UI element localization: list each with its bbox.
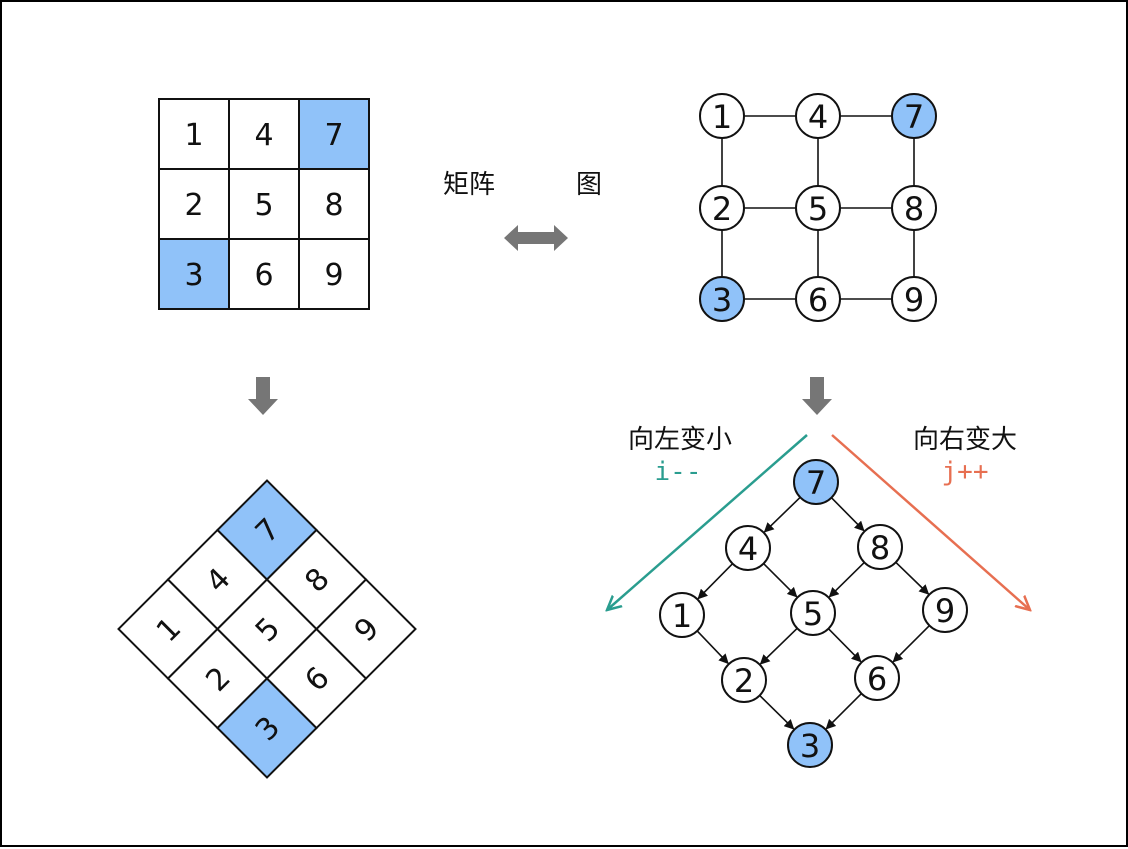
left-direction-label: 向左变小: [628, 425, 732, 455]
matrix-cell: [298, 238, 370, 310]
graph-node-label: 7: [904, 98, 924, 136]
tree-edge: [825, 692, 863, 730]
matrix-cell: [158, 98, 230, 170]
graph-node: [699, 93, 745, 139]
rotated-matrix-cell: [315, 578, 417, 680]
graph-node-label: 5: [808, 190, 828, 228]
graph-node-label: 2: [712, 190, 732, 228]
matrix-cell-value: 8: [324, 188, 343, 223]
graph-node: [795, 185, 841, 231]
tree-edge: [759, 694, 795, 730]
down-arrow-icon: [248, 377, 278, 415]
tree-graph: 1 2 3 4 5 6 7 8 9: [659, 459, 968, 768]
graph-node-label: 9: [904, 281, 924, 319]
matrix-cell-value: 7: [324, 118, 343, 153]
tree-node-label: 5: [803, 595, 823, 633]
tree-edge: [762, 562, 798, 598]
graph-node-label: 6: [808, 281, 828, 319]
graph-node-label: 8: [904, 190, 924, 228]
graph-node-label: 1: [712, 98, 732, 136]
tree-node: [922, 587, 968, 633]
tree-node-label: 3: [800, 727, 820, 765]
tree-edge: [830, 497, 865, 532]
left-direction-arrow: [607, 434, 808, 610]
tree-node: [854, 655, 900, 701]
double-arrow-icon: [504, 225, 568, 251]
matrix-cell-value: 1: [184, 118, 203, 153]
tree-node: [725, 525, 771, 571]
tree-node: [721, 657, 767, 703]
down-arrow-icon: [802, 377, 832, 415]
matrix-grid: 1 4 7 2 5 8 3 6 9: [158, 98, 370, 310]
matrix-cell: [158, 238, 230, 310]
graph-node: [795, 276, 841, 322]
tree-node-label: 6: [867, 660, 887, 698]
tree-node-label: 1: [672, 597, 692, 635]
matrix-cell: [298, 168, 370, 240]
matrix-cell-value: 9: [324, 258, 343, 293]
graph-node-label: 4: [808, 98, 828, 136]
graph-label: 图: [576, 170, 602, 200]
matrix-cell-value: 6: [254, 258, 273, 293]
left-direction-code: i--: [655, 457, 702, 487]
matrix-cell-value: 2: [184, 188, 203, 223]
tree-node: [659, 592, 705, 638]
tree-edge: [696, 630, 729, 665]
tree-node: [787, 722, 833, 768]
tree-node-label: 2: [734, 662, 754, 700]
grid-graph-edges: [721, 115, 915, 300]
tree-node: [790, 590, 836, 636]
matrix-cell-value: 5: [254, 188, 273, 223]
tree-edge: [895, 561, 930, 595]
matrix-label: 矩阵: [443, 170, 495, 200]
matrix-cell-value: 4: [254, 118, 273, 153]
tree-edge: [892, 624, 931, 663]
tree-node-label: 8: [870, 529, 890, 567]
graph-node: [795, 93, 841, 139]
matrix-cell: [228, 238, 300, 310]
tree-node-label: 7: [806, 464, 826, 502]
tree-edge: [759, 627, 798, 665]
graph-node: [699, 185, 745, 231]
matrix-cell: [228, 98, 300, 170]
graph-node: [891, 185, 937, 231]
tree-node: [793, 459, 839, 505]
tree-edge: [697, 563, 734, 600]
matrix-cell-value: 3: [184, 258, 203, 293]
graph-node: [891, 276, 937, 322]
tree-edge: [763, 496, 801, 533]
tree-node-label: 9: [935, 592, 955, 630]
graph-node: [891, 93, 937, 139]
tree-edge: [827, 628, 862, 663]
right-direction-arrow: [831, 434, 1030, 610]
grid-graph: 1 4 7 2 5 8 3 6 9: [699, 93, 937, 322]
right-direction-code: j++: [942, 457, 989, 487]
right-direction-label: 向右变大: [913, 425, 1017, 455]
tree-edge: [828, 561, 865, 598]
tree-node-label: 4: [738, 530, 758, 568]
tree-graph-edges: [696, 496, 931, 730]
graph-node-label: 3: [712, 281, 732, 319]
tree-node: [857, 524, 903, 570]
graph-node: [699, 276, 745, 322]
